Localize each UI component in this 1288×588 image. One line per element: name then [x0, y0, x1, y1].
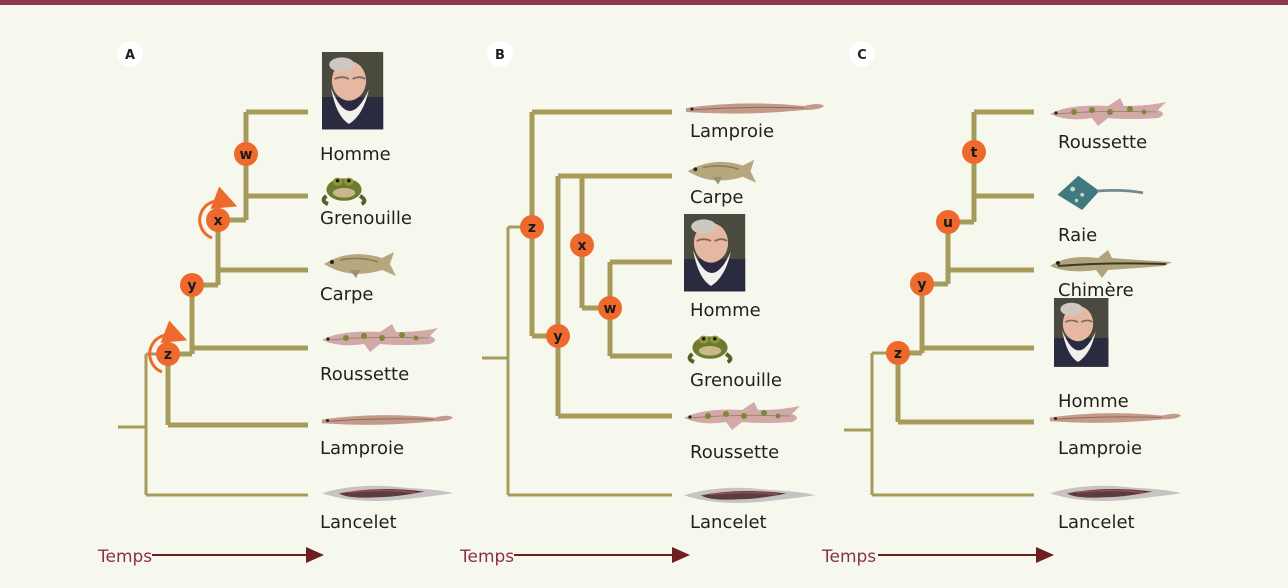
node-w: w — [234, 142, 258, 166]
time-axis-label: Temps — [459, 547, 514, 567]
species-label: Lamproie — [320, 438, 404, 459]
species-homme: Homme — [320, 52, 391, 165]
human-portrait-icon — [684, 214, 745, 291]
species-grenouille: Grenouille — [320, 178, 412, 229]
lancelet-icon — [684, 488, 815, 503]
species-label: Grenouille — [690, 370, 782, 391]
species-lancelet: Lancelet — [320, 486, 453, 533]
panel-letter: A — [125, 48, 135, 63]
species-label: Lancelet — [1058, 512, 1135, 533]
carp-icon — [688, 160, 756, 185]
human-portrait-icon — [1054, 298, 1108, 367]
ray-icon — [1058, 176, 1144, 210]
species-homme: Homme — [684, 214, 761, 321]
species-label: Roussette — [690, 442, 779, 463]
lamprey-icon — [1050, 413, 1181, 423]
frog-icon — [324, 178, 365, 204]
tree-panel-a: Aw x y z HommeGrenouilleCarpeRoussetteLampro… — [97, 41, 453, 567]
node-label: x — [213, 213, 222, 229]
species-label: Roussette — [320, 364, 409, 385]
node-label: w — [604, 301, 617, 317]
species-label: Homme — [690, 300, 761, 321]
node-z: z — [886, 341, 910, 365]
species-label: Lancelet — [690, 512, 767, 533]
node-x: x — [206, 208, 230, 232]
node-label: y — [187, 278, 196, 294]
species-label: Chimère — [1058, 280, 1134, 301]
branches — [844, 112, 1034, 495]
node-label: z — [894, 346, 902, 362]
frog-icon — [690, 336, 731, 362]
species-carpe: Carpe — [688, 160, 756, 208]
species-label: Homme — [320, 144, 391, 165]
node-w: w — [598, 296, 622, 320]
node-label: y — [553, 329, 562, 345]
catshark-icon — [1050, 98, 1166, 126]
lamprey-icon — [322, 415, 453, 425]
species-label: Lamproie — [690, 121, 774, 142]
species-label: Homme — [1058, 391, 1129, 412]
lancelet-icon — [1050, 486, 1181, 501]
species-label: Lancelet — [320, 512, 397, 533]
species-roussette: Roussette — [684, 402, 800, 463]
node-t: t — [962, 140, 986, 164]
catshark-icon — [684, 402, 800, 430]
species-chimère: Chimère — [1050, 250, 1172, 301]
species-lancelet: Lancelet — [684, 488, 815, 533]
species-lamproie: Lamproie — [1050, 413, 1181, 459]
node-x: x — [570, 233, 594, 257]
lamprey-icon — [686, 103, 824, 113]
panel-letter: C — [857, 48, 867, 63]
panel-letter-badge: B — [487, 41, 513, 67]
carp-icon — [324, 252, 396, 278]
lancelet-icon — [322, 486, 453, 501]
time-axis-label: Temps — [97, 547, 152, 567]
species-label: Grenouille — [320, 208, 412, 229]
node-z: z — [520, 215, 544, 239]
species-label: Raie — [1058, 225, 1097, 246]
species-label: Roussette — [1058, 132, 1147, 153]
node-y: y — [180, 273, 204, 297]
chimaera-icon — [1050, 250, 1172, 278]
node-label: t — [971, 145, 978, 161]
time-axis-label: Temps — [821, 547, 876, 567]
catshark-icon — [322, 324, 438, 352]
node-label: x — [577, 238, 586, 254]
panel-letter-badge: C — [849, 41, 875, 67]
panel-letter-badge: A — [117, 41, 143, 67]
species-lancelet: Lancelet — [1050, 486, 1181, 533]
tree-panel-b: Bz x w y LamproieCarpeHommeGrenouilleRousset… — [459, 41, 824, 567]
node-label: z — [164, 347, 172, 363]
species-roussette: Roussette — [1050, 98, 1166, 153]
species-label: Carpe — [320, 284, 374, 305]
species-grenouille: Grenouille — [690, 336, 782, 391]
species-lamproie: Lamproie — [320, 415, 453, 459]
node-y: y — [910, 272, 934, 296]
branches — [482, 112, 672, 495]
species-carpe: Carpe — [320, 252, 396, 305]
species-raie: Raie — [1058, 176, 1144, 246]
node-z: z — [156, 342, 180, 366]
species-label: Carpe — [690, 187, 744, 208]
species-roussette: Roussette — [320, 324, 438, 385]
node-y: y — [546, 324, 570, 348]
species-homme: Homme — [1054, 298, 1129, 412]
tree-panel-c: Ct u y z RoussetteRaieChimèreHommeLamproieLa… — [821, 41, 1181, 567]
panel-letter: B — [495, 48, 505, 63]
human-portrait-icon — [322, 52, 383, 129]
branches — [118, 112, 308, 495]
node-label: w — [240, 147, 253, 163]
node-label: y — [917, 277, 926, 293]
node-label: u — [943, 215, 953, 231]
species-label: Lamproie — [1058, 438, 1142, 459]
node-u: u — [936, 210, 960, 234]
species-lamproie: Lamproie — [686, 103, 824, 142]
node-label: z — [528, 220, 536, 236]
